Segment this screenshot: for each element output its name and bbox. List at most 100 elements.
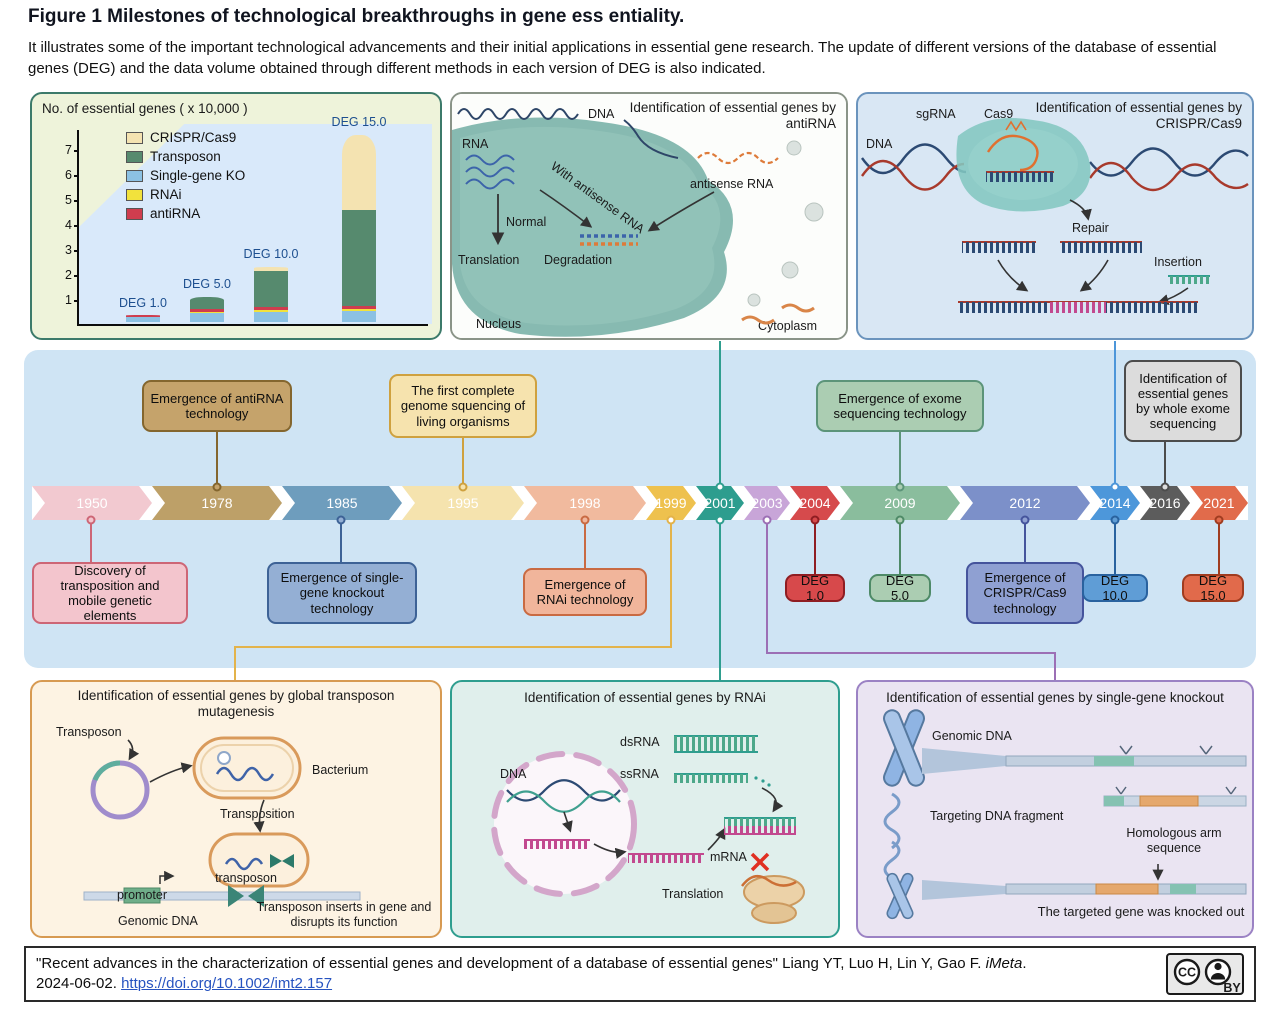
- callout-crispr-technology: Emergence of CRISPR/Cas9 technology: [966, 562, 1084, 624]
- bacterium-squiggle-icon: [741, 315, 775, 325]
- callout-deg-1: DEG 1.0: [785, 573, 845, 603]
- cc-by-badge: CC BY: [1166, 953, 1244, 995]
- normal-label: Normal: [506, 215, 546, 229]
- chart-legend: CRISPR/Cas9 Transposon Single-gene KO RN…: [126, 130, 245, 225]
- mrna-binding-arrow: [707, 827, 726, 851]
- callout-stem: [814, 520, 816, 574]
- legend-label: Single-gene KO: [150, 168, 246, 183]
- timeline-dot: [895, 515, 905, 525]
- dna-curl-icon: [883, 840, 901, 880]
- y-tick: 5: [50, 193, 79, 207]
- vesicle-icon: [786, 140, 802, 156]
- ssrna-dot: [754, 776, 758, 780]
- timeline-dot: [895, 482, 905, 492]
- dna-helix-icon: [506, 790, 621, 813]
- antisense-path-arrow: [539, 189, 593, 228]
- x-axis: [77, 324, 428, 326]
- transposon-insert-icon: [248, 885, 264, 907]
- transposition-arrow: [253, 799, 265, 833]
- transposon-panel-title: Identification of essential genes by glo…: [77, 688, 395, 720]
- timeline-dot: [1160, 482, 1170, 492]
- bar-segment-transposon: [342, 209, 376, 306]
- callout-transposition-discovery: Discovery of transposition and mobile ge…: [32, 562, 188, 624]
- cytoplasm-label: Cytoplasm: [758, 319, 817, 333]
- bar-segment-single-gene-ko: [126, 316, 160, 322]
- degradation-label: Degradation: [544, 253, 612, 267]
- transposon-caption: Transposon inserts in gene and disrupts …: [256, 900, 432, 929]
- vesicle-icon: [747, 293, 761, 307]
- panel-crispr: DNA sgRNA Cas9 Repair Insertion: [856, 92, 1254, 340]
- bacterium-squiggle-icon: [781, 303, 815, 313]
- connector-2001: [719, 520, 721, 680]
- timeline-dot: [212, 482, 222, 492]
- cc-by-label: BY: [1223, 981, 1241, 995]
- bar-segment-transposon: [254, 271, 288, 308]
- bar-segment-rnai: [254, 310, 288, 312]
- callout-stem: [90, 520, 92, 562]
- y-tick: 6: [50, 168, 79, 182]
- citation-bar: "Recent advances in the characterization…: [24, 946, 1256, 1002]
- insertion-label: Insertion: [1154, 255, 1202, 269]
- callout-stem: [340, 520, 342, 562]
- callout-whole-exome-identification: Identification of essential genes by who…: [1124, 360, 1242, 442]
- antisense-rna-label: antisense RNA: [690, 177, 774, 191]
- crispr-illustration: DNA sgRNA Cas9 Repair Insertion: [861, 107, 1249, 313]
- timeline-year-1985: 1985: [282, 486, 402, 520]
- legend-swatch-transposon: [126, 150, 143, 163]
- dna-helix-icon: [861, 143, 967, 175]
- promoter-box: [123, 887, 161, 904]
- genomic-dna-label: Genomic DNA: [932, 729, 1013, 743]
- vesicle-icon: [804, 202, 824, 222]
- timeline-dot: [458, 482, 468, 492]
- panel-transposon-mutagenesis: Transposon Bacterium Transposition promo…: [30, 680, 442, 938]
- translation-label: Translation: [458, 253, 519, 267]
- panel-antirna: DNA RNA Normal Translation With antisens…: [450, 92, 848, 340]
- callout-stem: [1218, 520, 1220, 574]
- citation-quote: "Recent advances in the characterization…: [36, 954, 982, 972]
- timeline-dot: [1110, 482, 1120, 492]
- connector-1999: [234, 646, 236, 680]
- homologous-arm-label: Homologous arm sequence: [1126, 826, 1222, 855]
- timeline-year-1950: 1950: [32, 486, 152, 520]
- y-tick: 1: [50, 293, 79, 307]
- join-arrow-left: [997, 259, 1029, 292]
- legend-swatch-crispr: [126, 131, 143, 144]
- plasmid-segment-icon: [92, 760, 121, 782]
- bar-segment-antirna: [342, 305, 376, 309]
- callout-first-genome-sequencing: The first complete genome squencing of l…: [389, 374, 537, 438]
- legend-label: CRISPR/Cas9: [150, 130, 237, 145]
- bacterium-membrane: [200, 744, 294, 792]
- genomic-dna-label: Genomic DNA: [118, 914, 199, 928]
- vesicle-icon: [781, 261, 799, 279]
- person-head-icon: [1214, 962, 1222, 971]
- callout-stem: [1024, 520, 1026, 562]
- timeline-dot: [810, 515, 820, 525]
- dsrna-label: dsRNA: [620, 735, 660, 749]
- flank-segment: [1170, 884, 1196, 894]
- legend-item-transposon: Transposon: [126, 149, 245, 164]
- sgrna-loop-icon: [986, 134, 1039, 172]
- homology-arm-left: [1104, 796, 1124, 806]
- dna-helix-icon: [1089, 161, 1249, 192]
- y-tick: 7: [50, 143, 79, 157]
- antirna-panel-title: Identification of essential genes by ant…: [629, 100, 836, 132]
- plasmid-to-bacterium-arrow: [149, 762, 193, 783]
- dsrna-teeth: [674, 736, 758, 752]
- bar-category-label: DEG 10.0: [243, 247, 299, 261]
- cut-site-marks: [1119, 745, 1213, 755]
- chart-title: No. of essential genes ( x 10,000 ): [42, 101, 248, 116]
- mrna-label: mRNA: [710, 850, 747, 864]
- legend-label: RNAi: [150, 187, 182, 202]
- ssrna-dot: [767, 783, 771, 787]
- callout-stem: [584, 520, 586, 568]
- doi-link[interactable]: https://doi.org/10.1002/imt2.157: [121, 975, 333, 992]
- bar-segment-antirna: [254, 307, 288, 311]
- translation-label: Translation: [662, 887, 723, 901]
- transposon-illustration: Transposon Bacterium Transposition promo…: [56, 725, 368, 928]
- crispr-panel-title: Identification of essential genes by CRI…: [1035, 100, 1242, 132]
- journal-name: iMeta: [985, 954, 1023, 972]
- ssrna-label: ssRNA: [620, 767, 660, 781]
- ssrna-dot: [761, 779, 765, 783]
